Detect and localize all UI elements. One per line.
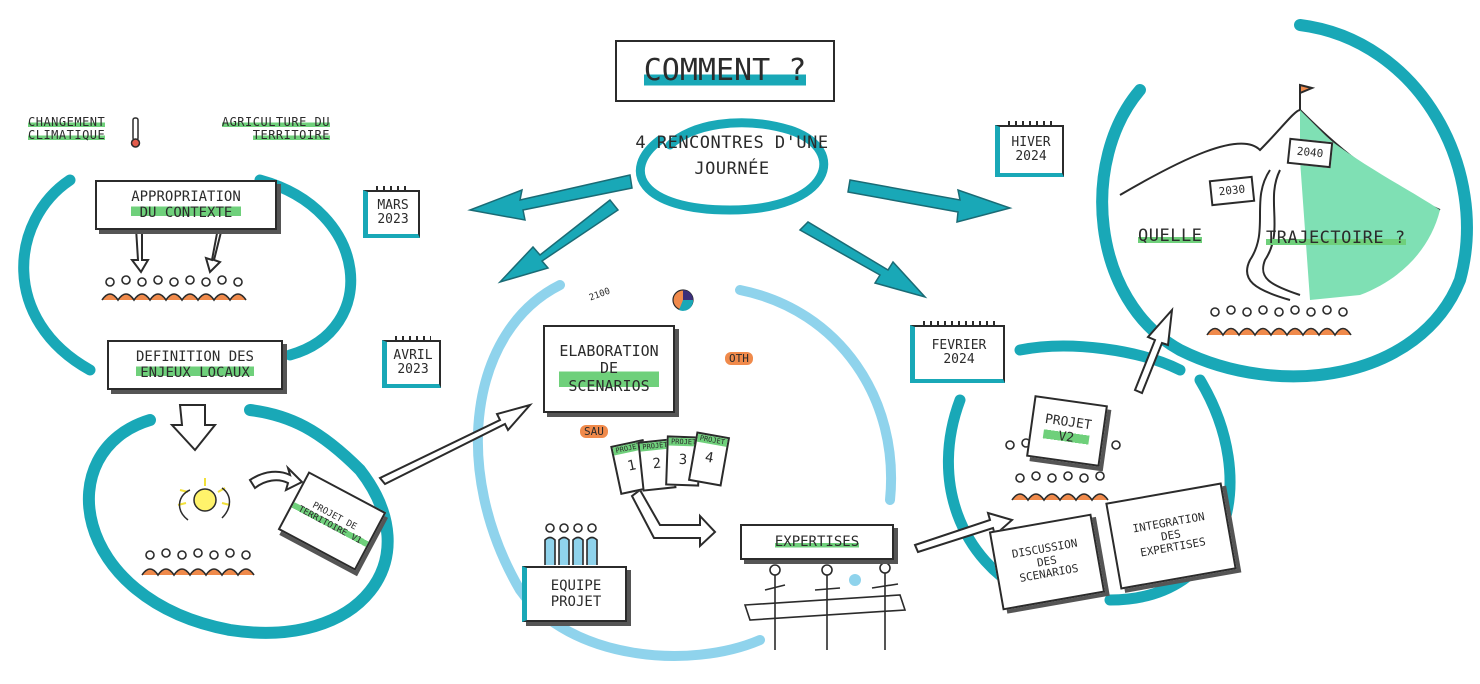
box-enjeux-text: DEFINITION DES ENJEUX LOCAUX [135,348,254,382]
title-box: COMMENT ? [615,40,835,102]
circle-context [18,174,357,376]
arrow-to-doc [248,464,304,492]
box-elaboration-text: ELABORATION DE SCENARIOS [559,342,659,395]
thermometer-icon [130,117,141,148]
question-trajectoire-text: TRAJECTOIRE ? [1266,228,1406,248]
arrows-outline [130,227,1174,554]
calendar-mars-text: MARS 2023 [377,197,409,227]
arrow-right [847,179,1013,224]
sign-2030-text: 2030 [1218,182,1246,199]
arrow-context-down-2 [204,227,224,274]
sign-2040-text: 2040 [1296,144,1324,161]
crowd-left-top [101,275,247,302]
arrow-enjeux-down [169,404,218,452]
calendar-fevrier-2024: FEVRIER 2024 [910,321,1005,383]
sign-2040: 2040 [1286,137,1334,169]
tag-climate-text: CHANGEMENT CLIMATIQUE [28,115,106,142]
label-oth-text: OTH [729,352,749,365]
box-equipe-text: EQUIPE PROJET [550,577,602,610]
circle-trajectory [1096,19,1473,383]
crowds [101,275,1352,577]
arrow-context-down-1 [130,227,150,274]
box-projet-v2-text: PROJET V2 [1041,412,1092,450]
box-expertises: EXPERTISES [740,524,894,560]
calendar-avril-text: AVRIL 2023 [393,347,433,377]
arrow-down-right [798,221,928,299]
question-quelle: QUELLE [1138,226,1203,246]
crowd-trajectory [1206,305,1352,337]
pie-chart-icon [672,289,694,311]
box-integration-text: INTEGRATION DES EXPERTISES [1131,510,1207,560]
box-enjeux: DEFINITION DES ENJEUX LOCAUX [107,340,283,390]
crowd-right-v2 [1005,438,1121,502]
arrow-up-trajectory [1133,306,1174,395]
scenario-card-num: 4 [703,449,715,467]
box-elaboration: ELABORATION DE SCENARIOS [543,325,675,413]
calendar-mars-2023: MARS 2023 [363,186,420,238]
doc-projet-text: PROJET DE TERRITOIRE V1 [290,492,374,550]
box-appropriation: APPROPRIATION DU CONTEXTE [95,180,277,230]
question-trajectoire: TRAJECTOIRE ? [1266,228,1406,248]
box-appropriation-text: APPROPRIATION DU CONTEXTE [131,188,241,222]
calendar-avril-2023: AVRIL 2023 [382,336,441,388]
label-oth: OTH [725,352,753,365]
arrow-down-left [497,198,620,284]
calendar-fevrier-text: FEVRIER 2024 [931,337,987,367]
crowd-left-bottom [141,548,255,577]
oval-rencontres [636,118,829,215]
box-projet-v2: PROJET V2 [1026,395,1108,467]
subtitle-rencontres: 4 RENCONTRES D'UNE JOURNÉE [632,130,832,183]
subtitle-text: 4 RENCONTRES D'UNE JOURNÉE [635,133,829,180]
arrow-cards-down [630,488,717,549]
calendar-hiver-2024: HIVER 2024 [995,121,1064,177]
calendar-hiver-text: HIVER 2024 [1011,134,1051,164]
page-title: COMMENT ? [643,52,807,89]
box-discussion-text: DISCUSSION DES SCENARIOS [1010,536,1080,586]
tag-climate: CHANGEMENT CLIMATIQUE [28,115,128,142]
mountain [1119,83,1441,301]
arrows-main [467,174,1013,299]
team-people [544,523,598,565]
arrow-to-v2 [913,511,1015,554]
box-equipe-projet: EQUIPE PROJET [522,566,627,622]
label-sau-text: SAU [584,425,604,438]
sign-2030: 2030 [1208,175,1256,207]
tag-agriculture-text: AGRICULTURE DU TERRITOIRE [221,115,330,142]
circle-center [472,280,897,661]
label-sau: SAU [580,425,608,438]
experts-table [743,562,907,650]
lightbulb-icon [177,478,231,521]
question-quelle-text: QUELLE [1138,226,1203,246]
circle-project [83,404,394,639]
arrow-left [467,174,633,221]
scenario-card-head: PROJET [696,433,728,447]
box-expertises-text: EXPERTISES [774,533,860,551]
arrow-to-scenarios [378,403,533,486]
tag-agriculture: AGRICULTURE DU TERRITOIRE [218,115,330,142]
